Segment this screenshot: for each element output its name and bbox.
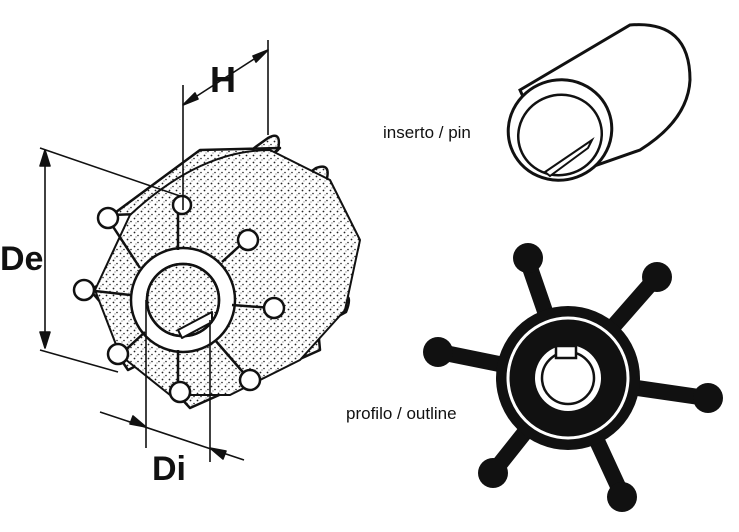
impeller-silhouette-drawing — [423, 243, 723, 512]
cylindrical-insert-drawing — [506, 23, 692, 182]
height-label: H — [210, 59, 236, 100]
front-vanes — [72, 194, 286, 404]
insert-caption: inserto / pin — [383, 123, 471, 142]
dimension-lines — [39, 40, 269, 462]
outline-caption: profilo / outline — [346, 404, 457, 423]
inner-diameter-label: Di — [152, 450, 186, 488]
outer-diameter-label: De — [0, 240, 43, 278]
impeller-3d-drawing — [39, 40, 361, 462]
keyway — [177, 311, 213, 339]
